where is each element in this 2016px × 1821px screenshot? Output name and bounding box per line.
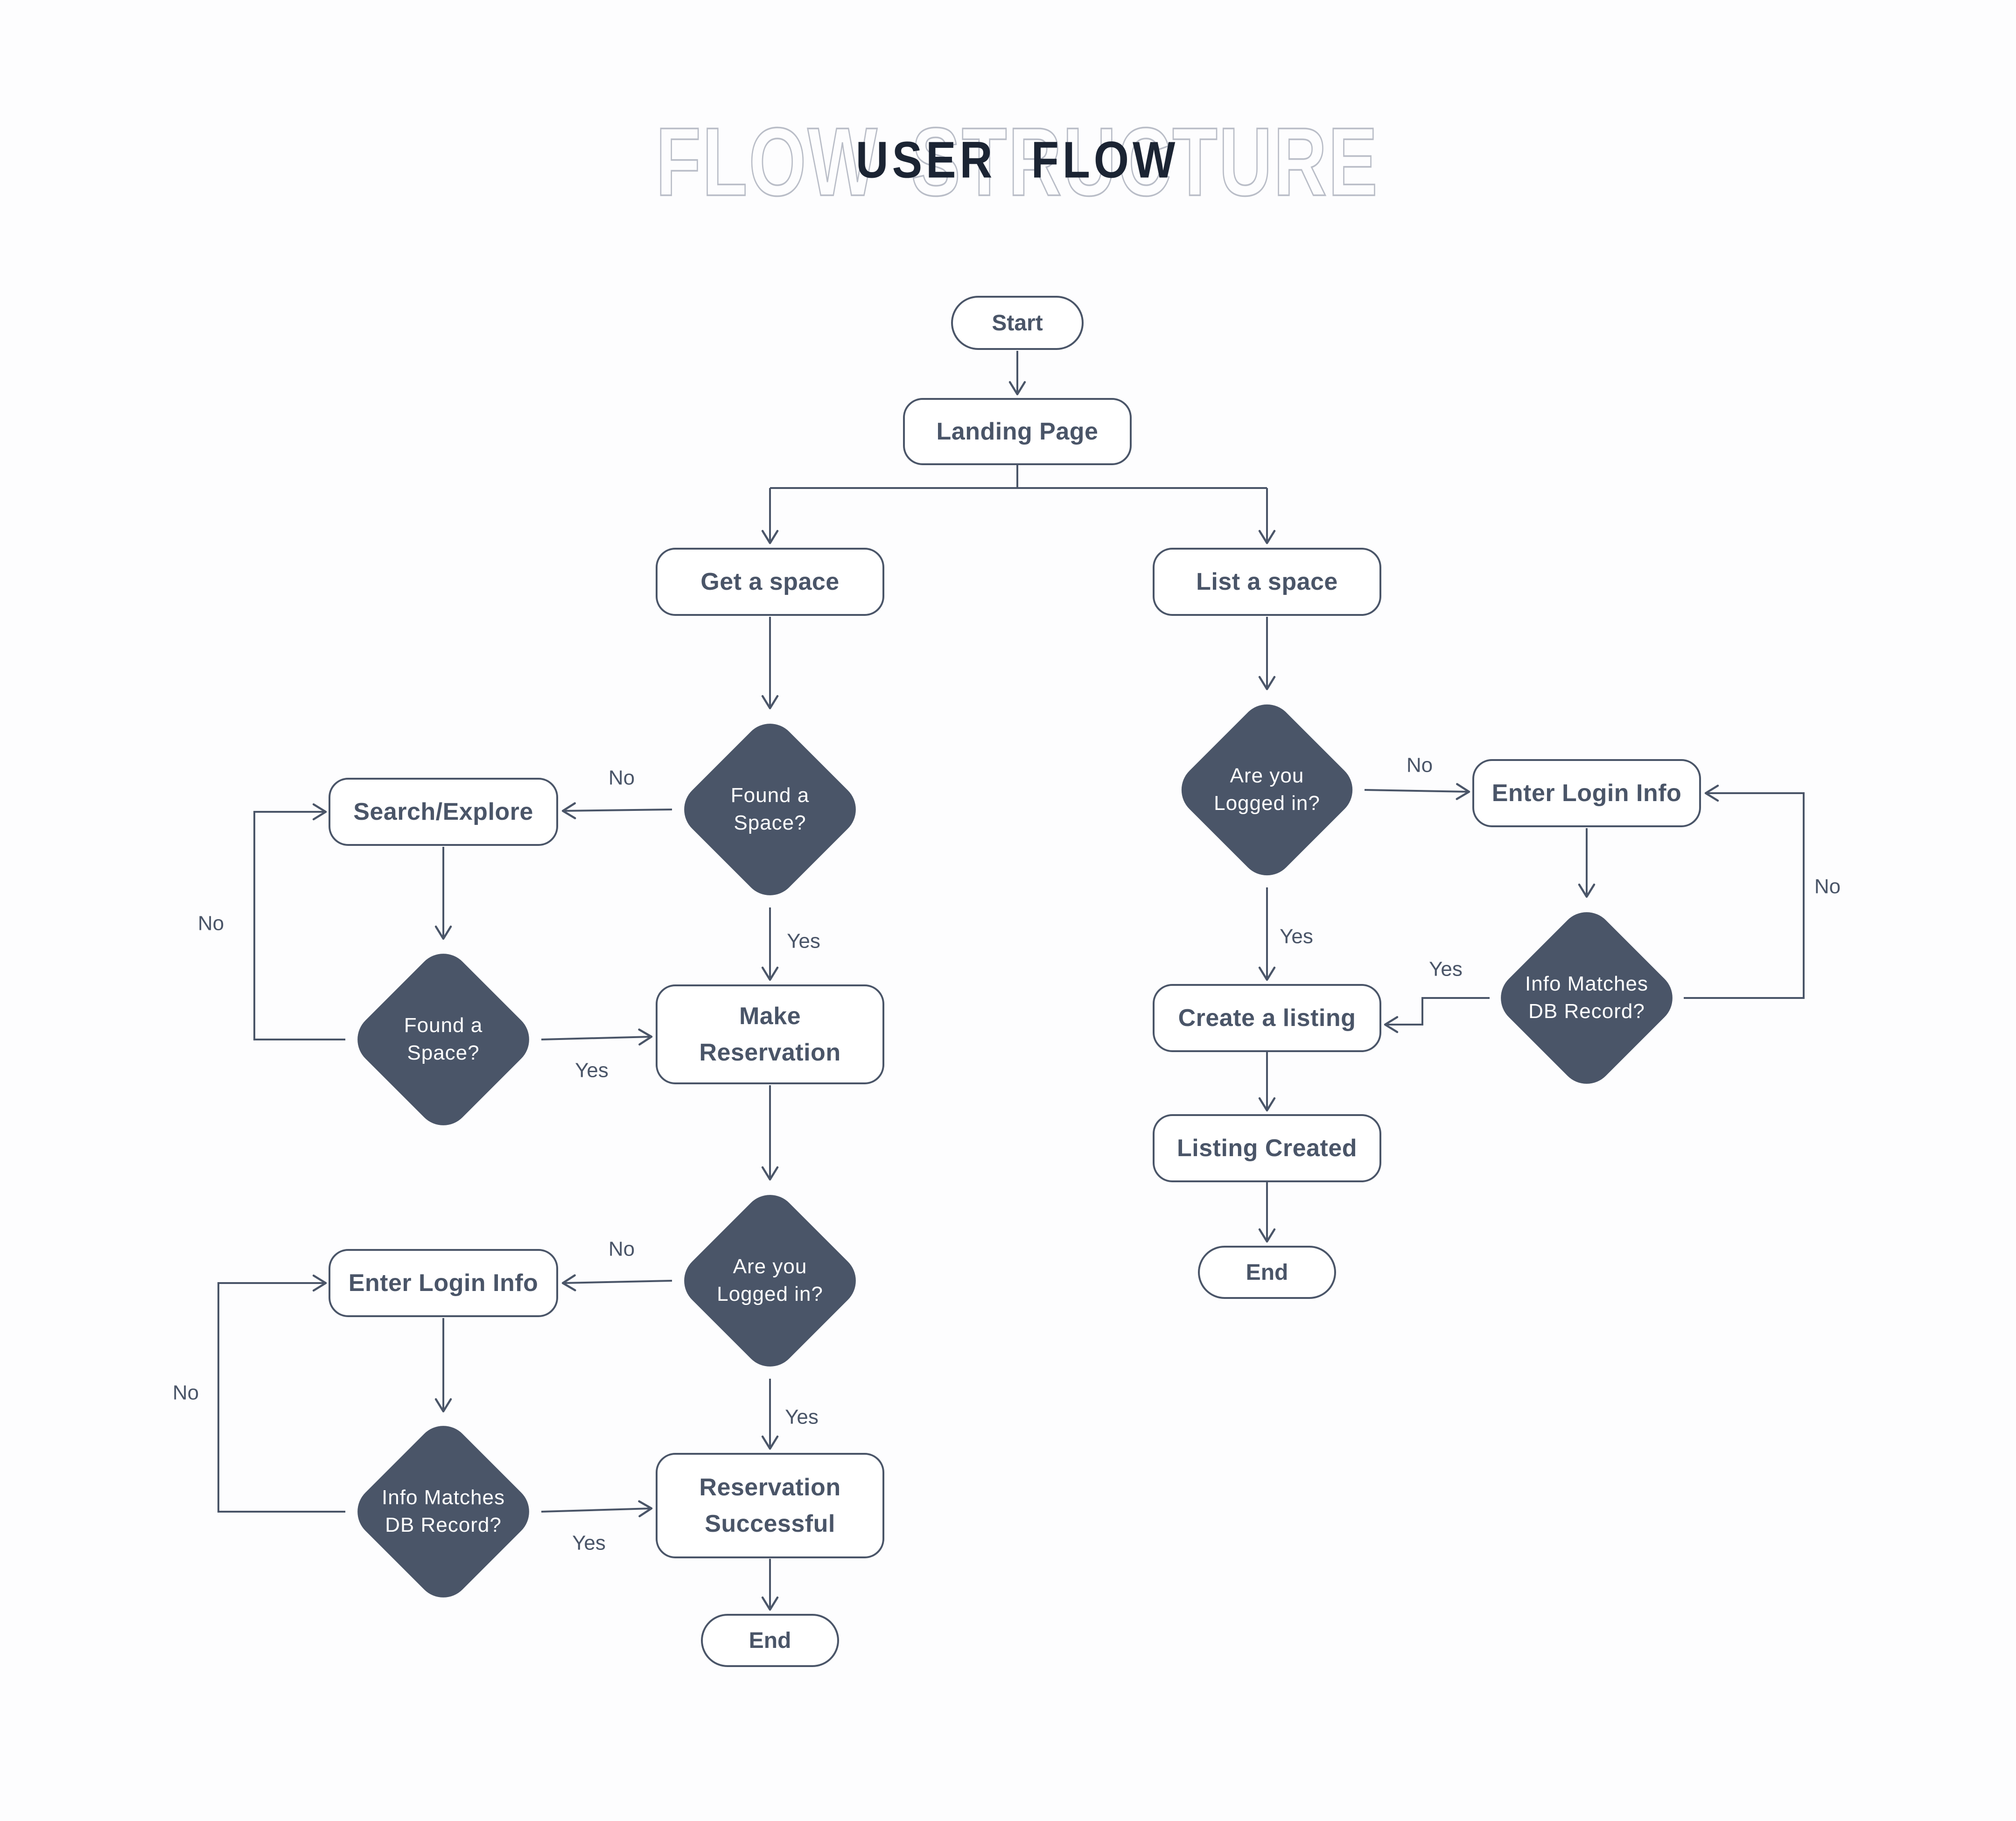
enter-login-info-left: Enter Login Info — [329, 1249, 558, 1317]
decision-info-matches-left: Info Matches DB Record? — [346, 1415, 540, 1609]
decision-found-a-space-2-label: Found a Space? — [404, 1014, 483, 1064]
listing-created: Listing Created — [1153, 1114, 1381, 1182]
edge-info-matches-right-yes-to-create-listing — [1384, 997, 1490, 1033]
edge-label-info-matches-left-yes-to-reservation-successful: Yes — [572, 1532, 606, 1555]
edge-found2-no-loop-to-search — [253, 803, 345, 1040]
start-terminator: Start — [951, 296, 1084, 350]
create-a-listing: Create a listing — [1153, 984, 1381, 1052]
edge-label-found1-no-to-search: No — [609, 767, 635, 789]
decision-found-a-space-1: Found a Space? — [673, 712, 867, 907]
edge-info-matches-left-no-loop-to-enter-login — [217, 1274, 345, 1513]
edge-logged-in-right-no-to-enter-login — [1364, 783, 1470, 800]
edge-label-found1-yes-to-make-reservation: Yes — [787, 930, 820, 953]
end-left: End — [701, 1614, 839, 1667]
edge-found2-yes-to-make-reservation — [541, 1028, 653, 1046]
reservation-successful: Reservation Successful — [656, 1453, 884, 1558]
decision-info-matches-right: Info Matches DB Record? — [1490, 901, 1684, 1095]
decision-logged-in-right: Are you Logged in? — [1170, 693, 1364, 887]
edge-info-matches-left-yes-to-reservation-successful — [541, 1500, 653, 1518]
edge-label-logged-in-left-no-to-enter-login: No — [609, 1238, 635, 1261]
edge-label-logged-in-right-no-to-enter-login: No — [1407, 754, 1433, 777]
landing-page: Landing Page — [903, 398, 1132, 465]
decision-logged-in-right-label: Are you Logged in? — [1214, 764, 1320, 815]
decision-found-a-space-1-label: Found a Space? — [730, 784, 810, 834]
title-outline-text: FLOW STRUCTURE — [655, 107, 1379, 217]
edge-label-info-matches-right-no-loop-to-enter-login: No — [1814, 875, 1841, 898]
search-explore: Search/Explore — [329, 778, 558, 846]
decision-logged-in-left-label: Are you Logged in? — [717, 1255, 823, 1305]
make-reservation: Make Reservation — [656, 984, 884, 1084]
end-right: End — [1198, 1246, 1336, 1299]
decision-info-matches-left-label: Info Matches DB Record? — [382, 1486, 505, 1536]
edge-label-logged-in-right-yes-to-create-listing: Yes — [1280, 925, 1313, 948]
edge-label-found2-yes-to-make-reservation: Yes — [575, 1059, 609, 1082]
edge-label-info-matches-left-no-loop-to-enter-login: No — [173, 1381, 199, 1404]
edge-logged-in-left-no-to-enter-login — [561, 1274, 672, 1291]
edge-label-info-matches-right-yes-to-create-listing: Yes — [1429, 958, 1463, 981]
edge-label-logged-in-left-yes-to-reservation-successful: Yes — [785, 1406, 819, 1429]
get-a-space: Get a space — [656, 548, 884, 616]
edge-found1-no-to-search — [561, 802, 672, 819]
decision-info-matches-right-label: Info Matches DB Record? — [1525, 972, 1648, 1023]
decision-logged-in-left: Are you Logged in? — [673, 1184, 867, 1378]
edge-label-found2-no-loop-to-search: No — [198, 912, 224, 935]
decision-found-a-space-2: Found a Space? — [346, 942, 540, 1137]
list-a-space: List a space — [1153, 548, 1381, 616]
enter-login-info-right: Enter Login Info — [1472, 759, 1701, 827]
title-main-text: USER FLOW — [855, 131, 1179, 189]
edge-info-matches-right-no-loop-to-enter-login — [1684, 784, 1805, 999]
